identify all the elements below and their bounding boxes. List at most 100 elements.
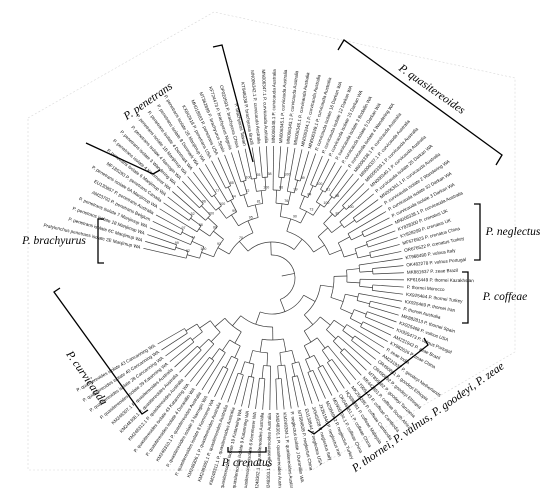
internal-node-stem	[261, 365, 264, 379]
internal-node-stem	[313, 355, 321, 367]
bootstrap-layer: 9982977410052889610068917710085649910072…	[175, 172, 354, 253]
internal-node-stem	[227, 186, 235, 199]
internal-node-stem	[217, 247, 230, 255]
leaf-branch	[351, 340, 377, 360]
internal-node-stem	[315, 190, 324, 203]
leaf-label: P. thornei Morocco	[407, 284, 446, 292]
leaf-branch	[269, 365, 271, 410]
leaf-branch	[366, 230, 396, 243]
leaf-branch	[217, 157, 231, 186]
internal-node-stem	[240, 361, 246, 375]
leaf-branch	[329, 169, 348, 196]
internal-node-stem	[281, 273, 295, 277]
leaf-branch	[300, 153, 317, 196]
internal-node-stem	[239, 241, 249, 252]
bootstrap-value: 98	[335, 194, 339, 198]
bootstrap-value: 95	[249, 215, 253, 219]
internal-node-arc	[227, 198, 234, 203]
bootstrap-value: 73	[309, 208, 313, 212]
leaf-branch	[187, 176, 217, 211]
leaf-branch	[272, 146, 274, 191]
internal-node-stem	[291, 363, 296, 377]
internal-node-stem	[181, 231, 194, 239]
internal-node-stem	[185, 323, 198, 332]
internal-node-stem	[253, 178, 257, 192]
bootstrap-value: 76	[284, 199, 288, 203]
internal-node-stem	[323, 213, 333, 224]
leaf-label: KM248303.1 P. quasitereoides Australia	[266, 413, 272, 488]
leaf-branch	[280, 378, 285, 410]
bracket-crenatus	[227, 447, 267, 453]
internal-node-stem	[201, 205, 211, 216]
internal-node-stem	[317, 227, 329, 237]
leaf-branch	[241, 376, 249, 407]
bracket-penetrans-end	[85, 142, 161, 175]
leaf-branch	[360, 326, 388, 342]
internal-node-arc	[299, 207, 314, 216]
leaf-branch	[354, 335, 381, 355]
leaf-label: KM248301.1 P. quasitereoides Australia	[275, 413, 283, 488]
bracket-neglectus	[474, 203, 481, 261]
internal-node-stem	[211, 348, 220, 360]
leaf-branch	[320, 162, 336, 190]
leaf-branch	[337, 335, 372, 366]
leaf-branch	[359, 278, 404, 281]
leaf-branch	[258, 146, 263, 178]
internal-node-stem	[291, 350, 296, 363]
internal-node-stem	[345, 293, 358, 298]
internal-node-stem	[359, 286, 373, 288]
internal-node-arc	[339, 221, 345, 228]
internal-node-arc	[199, 246, 205, 259]
internal-node-stem	[250, 364, 255, 377]
internal-node-stem	[351, 234, 364, 241]
bootstrap-value: 96	[202, 200, 206, 204]
leaf-label: KF616449 P. thornei Kazakhstan	[407, 277, 474, 283]
internal-node-stem	[279, 177, 282, 191]
leaf-branch	[339, 193, 374, 223]
leaf-branch	[372, 272, 404, 275]
bootstrap-value: 100	[348, 205, 354, 209]
internal-node-arc	[342, 205, 347, 210]
internal-node-stem	[222, 339, 230, 351]
bootstrap-value: 87	[336, 211, 340, 215]
leaf-branch	[327, 362, 345, 389]
leaf-branch	[248, 377, 255, 408]
internal-node-stem	[312, 204, 321, 216]
internal-node-arc	[342, 324, 348, 331]
internal-node-stem	[275, 190, 277, 204]
leaf-branch	[353, 199, 379, 219]
internal-node-stem	[330, 297, 344, 302]
bootstrap-value: 99	[232, 209, 236, 213]
internal-node-stem	[320, 316, 331, 326]
bootstrap-value: 100	[323, 201, 329, 205]
internal-node-stem	[187, 254, 200, 259]
leaf-branch	[299, 151, 310, 182]
internal-node-arc	[287, 190, 295, 194]
internal-node-arc	[262, 338, 284, 341]
leaf-branch	[298, 361, 313, 404]
leaf-branch	[275, 378, 278, 410]
internal-node-stem	[343, 219, 356, 228]
leaf-label: OK482278 P. vulnus Portugal	[406, 257, 466, 268]
leaf-branch	[361, 217, 390, 233]
internal-node-arc	[224, 318, 242, 333]
bootstrap-value: 100	[284, 173, 290, 177]
leaf-branch	[358, 258, 403, 266]
leaf-branch	[317, 367, 333, 396]
bracket-penetrans	[212, 44, 254, 163]
bootstrap-value: 72	[245, 189, 249, 193]
leaf-branch	[333, 173, 354, 199]
internal-node-stem	[230, 200, 238, 212]
internal-node-arc	[352, 217, 357, 223]
leaf-branch	[369, 244, 400, 253]
internal-node-stem	[354, 309, 367, 315]
internal-node-stem	[279, 352, 282, 366]
internal-node-stem	[287, 191, 292, 205]
bootstrap-value: 100	[263, 185, 269, 189]
internal-node-stem	[279, 203, 283, 217]
leaf-branch	[172, 191, 206, 221]
bootstrap-value: 64	[232, 194, 236, 198]
bootstrap-value: 85	[230, 181, 234, 185]
leaf-branch	[370, 251, 402, 259]
